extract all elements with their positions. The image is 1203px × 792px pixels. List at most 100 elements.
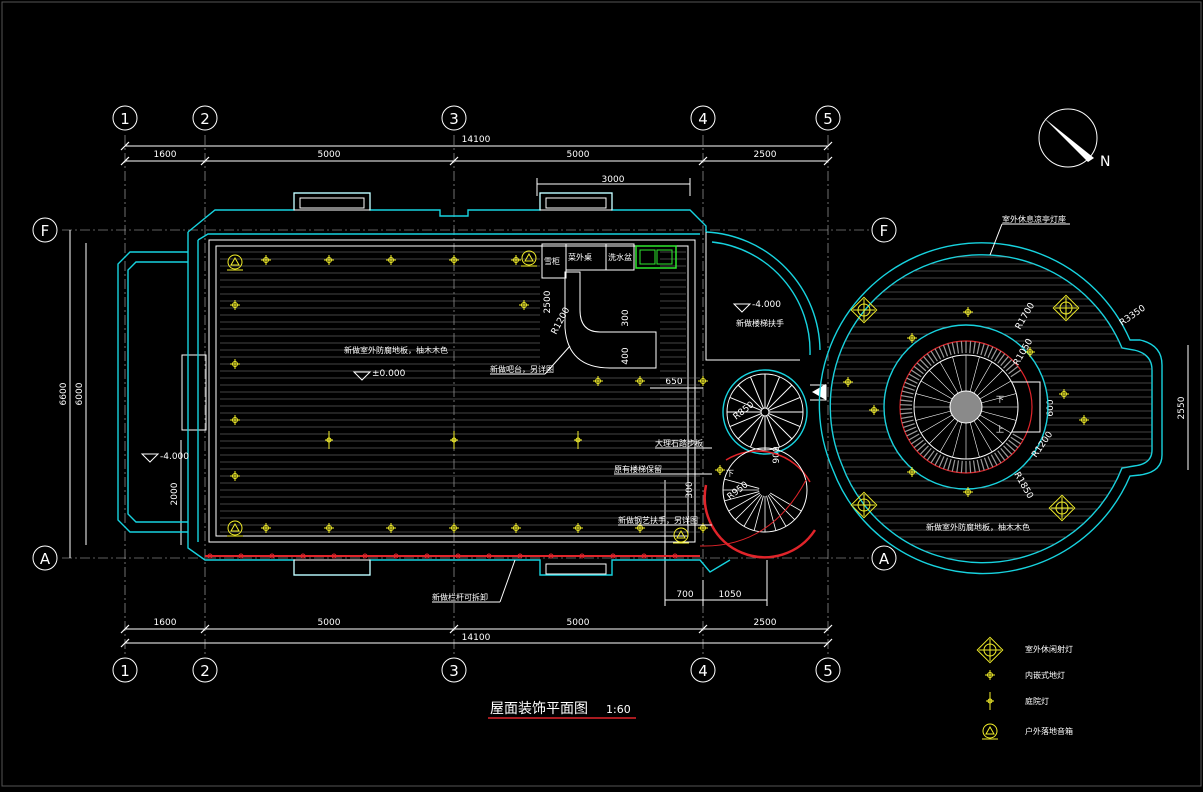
svg-text:3: 3 bbox=[449, 662, 459, 680]
grid-bubble-3-bottom: 3 bbox=[442, 658, 466, 682]
svg-text:F: F bbox=[41, 222, 50, 240]
svg-text:700: 700 bbox=[676, 590, 693, 600]
svg-text:R1200: R1200 bbox=[550, 306, 573, 337]
svg-text:R950: R950 bbox=[726, 480, 751, 502]
svg-text:1600: 1600 bbox=[154, 618, 177, 628]
svg-text:14100: 14100 bbox=[462, 135, 491, 145]
drawing-title: 屋面装饰平面图 bbox=[490, 701, 588, 717]
grid-lines bbox=[62, 135, 870, 655]
recessed-light-icon bbox=[985, 670, 995, 680]
recessed-light-icon bbox=[230, 415, 240, 425]
svg-text:650: 650 bbox=[665, 377, 682, 387]
recessed-light-icon bbox=[843, 377, 853, 387]
svg-text:2000: 2000 bbox=[170, 482, 180, 505]
level-upper: -4.000 bbox=[752, 300, 781, 310]
round-floor-label: 新做室外防腐地板，柚木木色 bbox=[926, 522, 1030, 532]
speaker-icon bbox=[982, 724, 998, 739]
svg-text:5000: 5000 bbox=[567, 150, 590, 160]
recessed-light-icon bbox=[261, 255, 271, 265]
svg-text:R1850: R1850 bbox=[1011, 471, 1034, 501]
grid-bubble-4-top: 4 bbox=[691, 106, 715, 130]
level-main: ±0.000 bbox=[372, 369, 406, 379]
recessed-light-icon bbox=[963, 307, 973, 317]
svg-text:2: 2 bbox=[200, 110, 210, 128]
recessed-light-icon bbox=[324, 255, 334, 265]
grid-bubble-f-right: F bbox=[872, 218, 896, 242]
main-floor-label: 新做室外防腐地板，柚木木色 bbox=[344, 345, 448, 355]
round-terrace-hatch bbox=[815, 250, 1160, 565]
recessed-light-icon bbox=[593, 376, 603, 386]
stair-down-detail-label: 新做钢艺扶手，另详图 bbox=[618, 515, 698, 525]
svg-text:5000: 5000 bbox=[318, 150, 341, 160]
recessed-light-icon bbox=[715, 465, 725, 475]
svg-text:2550: 2550 bbox=[1177, 396, 1187, 419]
svg-text:2500: 2500 bbox=[754, 150, 777, 160]
svg-text:1050: 1050 bbox=[719, 590, 742, 600]
spot-light-icon bbox=[986, 692, 994, 710]
red-railing bbox=[205, 554, 700, 558]
svg-text:下: 下 bbox=[996, 395, 1004, 404]
flood-light-icon bbox=[851, 492, 876, 517]
railing-label: 新做栏杆可拆卸 bbox=[432, 592, 488, 602]
svg-text:下: 下 bbox=[726, 469, 734, 478]
bar-counter-labels: 雪柜 菜外桌 洗水盆 bbox=[544, 252, 632, 266]
small-spiral-stair bbox=[700, 370, 826, 557]
recessed-light-icon bbox=[449, 523, 459, 533]
svg-text:A: A bbox=[879, 550, 890, 568]
svg-text:5000: 5000 bbox=[318, 618, 341, 628]
flood-light-icon bbox=[1049, 495, 1074, 520]
grid-bubble-5-top: 5 bbox=[816, 106, 840, 130]
grid-bubble-f-left: F bbox=[33, 218, 57, 242]
spot-light-icon bbox=[986, 692, 994, 710]
bar-counter bbox=[542, 244, 676, 368]
svg-text:1: 1 bbox=[120, 110, 130, 128]
grid-bubble-1-bottom: 1 bbox=[113, 658, 137, 682]
grid-bubble-5-bottom: 5 bbox=[816, 658, 840, 682]
grid-bubble-3-top: 3 bbox=[442, 106, 466, 130]
legend-item-recessed-light: 内嵌式地灯 bbox=[985, 670, 1065, 680]
svg-text:14100: 14100 bbox=[462, 633, 491, 643]
grid-bubble-2-bottom: 2 bbox=[193, 658, 217, 682]
recessed-light-icon bbox=[230, 471, 240, 481]
svg-text:1600: 1600 bbox=[154, 150, 177, 160]
svg-text:1: 1 bbox=[120, 662, 130, 680]
fridge-label: 雪柜 bbox=[544, 256, 560, 266]
recessed-light-icon bbox=[386, 255, 396, 265]
svg-text:400: 400 bbox=[621, 347, 631, 364]
legend-item-flood-light: 室外休闲射灯 bbox=[977, 637, 1073, 662]
recessed-light-icon bbox=[698, 376, 708, 386]
dimension-texts: 14100 1600 5000 5000 2500 1600 5000 5000… bbox=[59, 135, 1187, 643]
legend: 室外休闲射灯 内嵌式地灯 庭院灯 户外落地音箱 bbox=[977, 637, 1073, 739]
svg-text:2: 2 bbox=[200, 662, 210, 680]
recessed-light-icon bbox=[907, 333, 917, 343]
svg-text:R3350: R3350 bbox=[1118, 303, 1148, 328]
legend-item-speaker: 户外落地音箱 bbox=[982, 724, 1073, 739]
bar-counter-label: 新做吧台，另详图 bbox=[490, 364, 554, 374]
recessed-light-icon bbox=[519, 300, 529, 310]
recessed-light-icon bbox=[985, 670, 995, 680]
svg-text:庭院灯: 庭院灯 bbox=[1025, 696, 1049, 706]
recessed-light-icon bbox=[511, 523, 521, 533]
recessed-light-icon bbox=[230, 359, 240, 369]
speaker-icon bbox=[227, 521, 243, 536]
svg-text:4: 4 bbox=[698, 110, 708, 128]
recessed-light-icon bbox=[907, 467, 917, 477]
recessed-light-icon bbox=[386, 523, 396, 533]
flood-light-icon bbox=[977, 637, 1002, 662]
svg-text:6600: 6600 bbox=[59, 382, 69, 405]
grid-bubble-4-bottom: 4 bbox=[691, 658, 715, 682]
sink-unit-label: 菜外桌 bbox=[568, 252, 592, 262]
svg-text:F: F bbox=[880, 222, 889, 240]
stone-plank-label: 大理石踏步板 bbox=[655, 438, 703, 448]
svg-text:5000: 5000 bbox=[567, 618, 590, 628]
svg-text:内嵌式地灯: 内嵌式地灯 bbox=[1025, 670, 1065, 680]
recessed-light-icon bbox=[635, 376, 645, 386]
recessed-light-icon bbox=[230, 300, 240, 310]
grid-bubble-a-left: A bbox=[33, 546, 57, 570]
original-stair-label: 原有楼梯保留 bbox=[614, 464, 662, 474]
svg-text:户外落地音箱: 户外落地音箱 bbox=[1025, 726, 1073, 736]
svg-text:3000: 3000 bbox=[602, 175, 625, 185]
drawing-title-block: 屋面装饰平面图 1:60 bbox=[488, 701, 636, 718]
